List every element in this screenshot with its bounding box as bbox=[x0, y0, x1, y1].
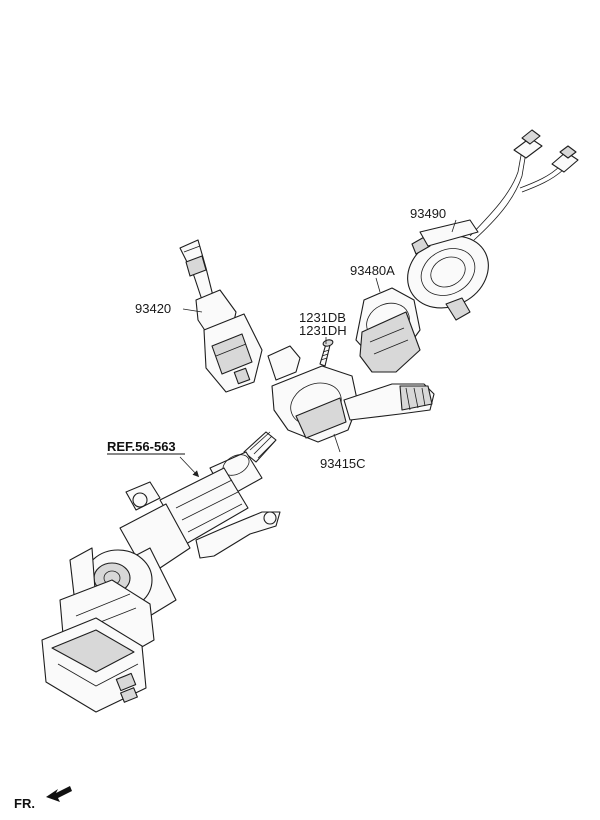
steering-column-assembly[interactable] bbox=[41, 431, 281, 713]
label-1231DB: 1231DB bbox=[299, 310, 346, 325]
label-93420: 93420 bbox=[135, 301, 171, 316]
multifunction-switch-93420[interactable] bbox=[179, 239, 263, 393]
label-1231DH: 1231DH bbox=[299, 323, 347, 338]
clock-spring-93490[interactable] bbox=[395, 129, 579, 322]
label-ref-56-563[interactable]: REF.56-563 bbox=[107, 439, 176, 454]
fr-arrow-icon bbox=[46, 786, 72, 802]
angle-sensor-93480A[interactable] bbox=[355, 287, 421, 373]
front-direction-indicator: FR. bbox=[14, 786, 72, 811]
label-93480A: 93480A bbox=[350, 263, 395, 278]
combination-switch-93415C[interactable] bbox=[267, 345, 435, 443]
screw-1231DB[interactable] bbox=[319, 339, 334, 367]
label-93490: 93490 bbox=[410, 206, 446, 221]
label-93415C: 93415C bbox=[320, 456, 366, 471]
label-fr: FR. bbox=[14, 796, 35, 811]
